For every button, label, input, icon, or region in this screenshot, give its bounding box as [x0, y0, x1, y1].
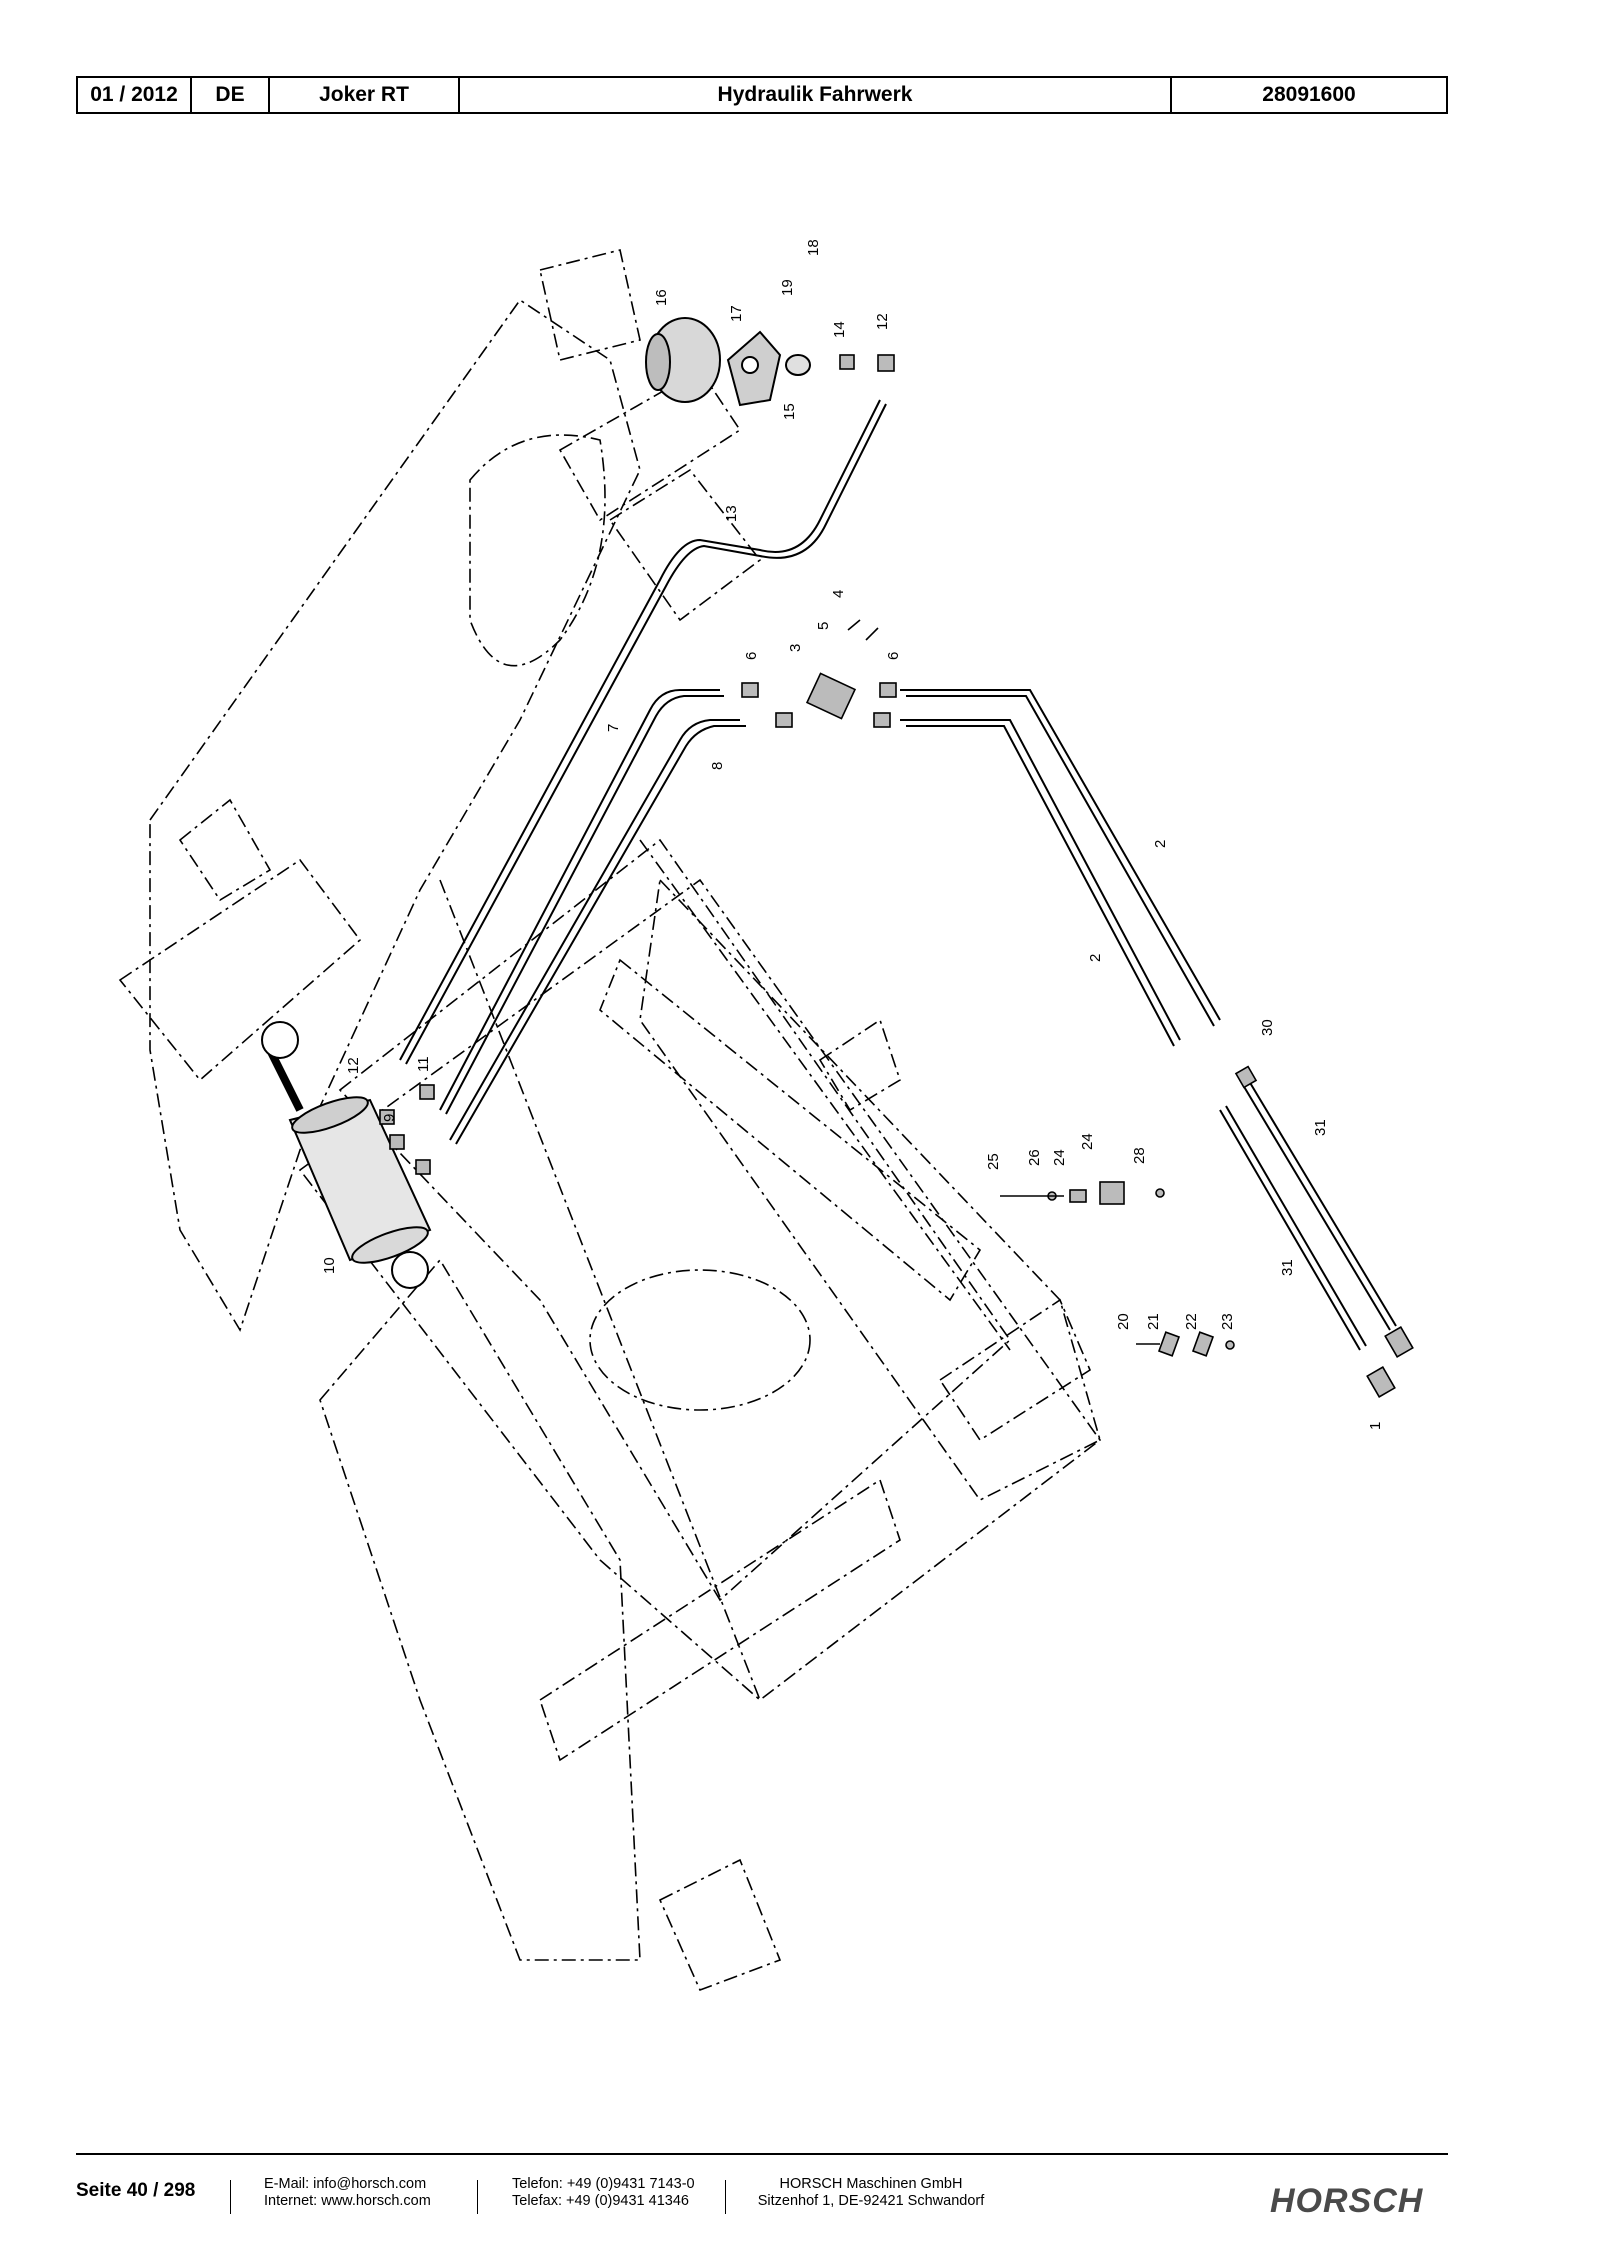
- callout-6b: 6: [885, 652, 902, 660]
- footer-divider: [725, 2180, 726, 2214]
- page-number: Seite 40 / 298: [76, 2180, 196, 2201]
- footer-phone: Telefon: +49 (0)9431 7143-0: [512, 2176, 695, 2192]
- header-table: 01 / 2012 DE Joker RT Hydraulik Fahrwerk…: [76, 76, 1448, 114]
- callout-10: 10: [321, 1257, 338, 1274]
- callout-22: 22: [1183, 1313, 1200, 1330]
- header-date: 01 / 2012: [78, 78, 192, 112]
- callout-27: 26: [1026, 1149, 1043, 1166]
- horsch-logo: HORSCH: [1270, 2182, 1424, 2220]
- callout-24: 24: [1079, 1133, 1096, 1150]
- footer-rule: [76, 2153, 1448, 2155]
- footer-divider: [477, 2180, 478, 2214]
- callouts: 1 2 2 3 4 5 6 6 7 8 9 10 11 12 12 13 14 …: [321, 239, 1384, 1430]
- callout-12b: 12: [345, 1057, 362, 1074]
- callout-17: 17: [728, 305, 745, 322]
- header-part-number: 28091600: [1262, 83, 1356, 106]
- footer-contact-phone: Telefon: +49 (0)9431 7143-0 Telefax: +49…: [512, 2176, 695, 2210]
- callout-21: 21: [1145, 1313, 1162, 1330]
- header-language: DE: [192, 78, 270, 112]
- callout-13: 13: [723, 505, 740, 522]
- frame-outline: [118, 249, 1102, 1992]
- callout-4: 4: [830, 590, 847, 598]
- callout-6a: 6: [743, 652, 760, 660]
- callout-3: 3: [787, 644, 804, 652]
- callout-2b: 2: [1087, 954, 1104, 962]
- callout-18: 18: [805, 239, 822, 256]
- callout-2a: 2: [1152, 840, 1169, 848]
- callout-14: 14: [831, 321, 848, 338]
- callout-26: 25: [985, 1153, 1002, 1170]
- header-model: Joker RT: [270, 78, 460, 112]
- callout-25: 24: [1051, 1149, 1068, 1166]
- footer-email: E-Mail: info@horsch.com: [264, 2176, 427, 2192]
- callout-12a: 12: [874, 313, 891, 330]
- callout-31b: 31: [1279, 1259, 1296, 1276]
- header-title: Hydraulik Fahrwerk: [460, 78, 1172, 112]
- logo-text: HORSCH: [1270, 2182, 1424, 2220]
- footer-address: Sitzenhof 1, DE-92421 Schwandorf: [757, 2193, 985, 2209]
- footer-fax: Telefax: +49 (0)9431 41346: [512, 2193, 689, 2209]
- footer-divider: [230, 2180, 231, 2214]
- callout-19: 19: [779, 279, 796, 296]
- callout-9: 9: [381, 1114, 398, 1122]
- callout-1: 1: [1367, 1422, 1384, 1430]
- callout-23: 23: [1219, 1313, 1236, 1330]
- callout-8: 8: [709, 762, 726, 770]
- footer-company: HORSCH Maschinen GmbH: [779, 2176, 963, 2192]
- footer-internet: Internet: www.horsch.com: [264, 2193, 431, 2209]
- fittings: [379, 354, 1414, 1398]
- callout-5: 5: [815, 622, 832, 630]
- footer-company-block: HORSCH Maschinen GmbH Sitzenhof 1, DE-92…: [756, 2176, 986, 2210]
- callout-7: 7: [605, 724, 622, 732]
- footer-contact-web: E-Mail: info@horsch.com Internet: www.ho…: [264, 2176, 431, 2210]
- callout-31a: 31: [1312, 1119, 1329, 1136]
- callout-15: 15: [781, 403, 798, 420]
- pressure-accumulator: [645, 317, 811, 407]
- callout-11: 11: [415, 1056, 432, 1072]
- hydraulic-lines: [399, 399, 1397, 1351]
- callout-28: 28: [1131, 1147, 1148, 1164]
- callout-20: 20: [1115, 1313, 1132, 1330]
- callout-30: 30: [1259, 1019, 1276, 1036]
- hydraulic-cylinder: [261, 1021, 432, 1289]
- callout-16: 16: [653, 289, 670, 306]
